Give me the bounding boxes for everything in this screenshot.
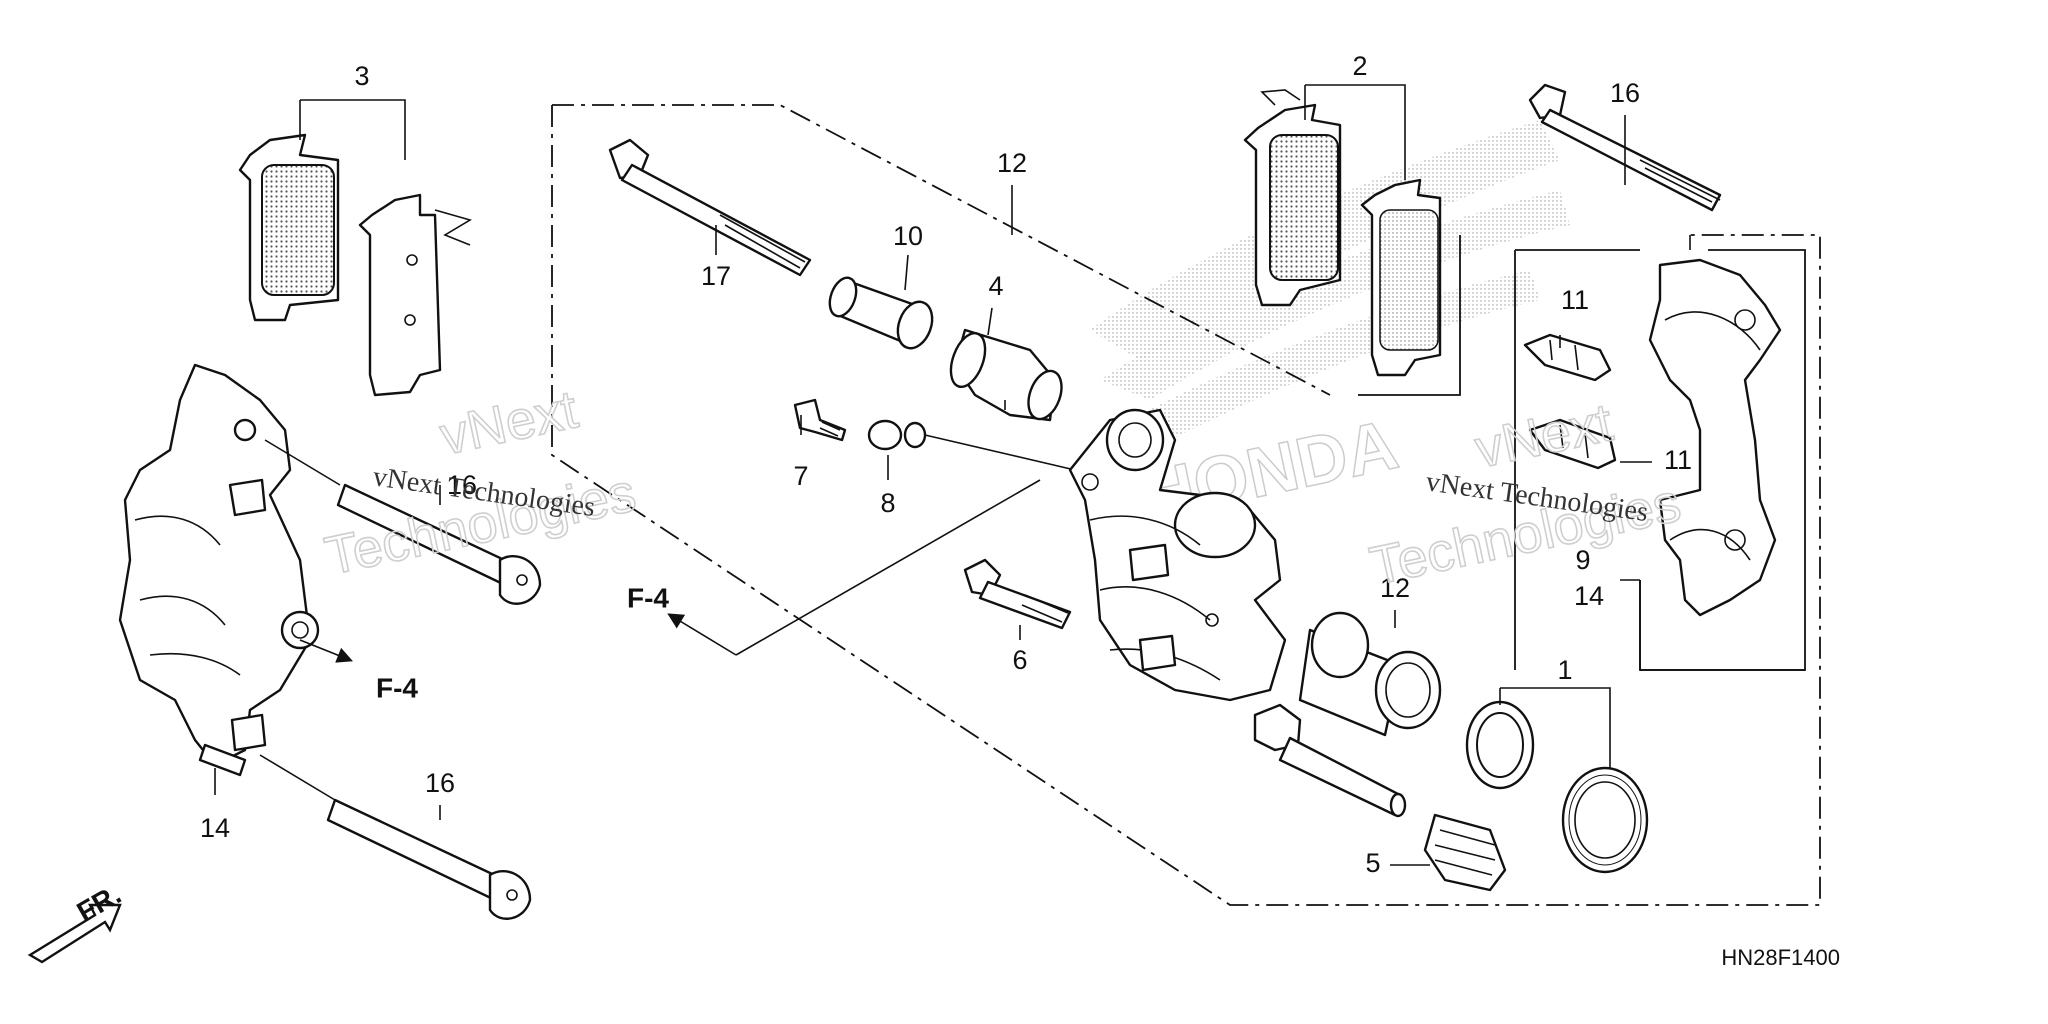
callout-16-middle: 16 <box>447 470 477 500</box>
callout-6: 6 <box>1012 645 1027 675</box>
callout-1: 1 <box>1557 655 1572 685</box>
callout-14: 14 <box>1574 581 1604 611</box>
main-caliper-body <box>1068 408 1287 702</box>
part-16-bolt-middle-left <box>336 483 542 605</box>
callout-13: 12 <box>997 148 1027 178</box>
front-label: FR. <box>72 878 127 927</box>
part-17-bolt <box>608 138 812 277</box>
watermark-right: vNext Technologies vNext Technologies <box>1364 392 1686 598</box>
callout-10: 10 <box>893 221 923 251</box>
callout-12: 12 <box>1380 573 1410 603</box>
callout-17: 17 <box>701 261 731 291</box>
callout-4: 4 <box>988 271 1003 301</box>
part-12-piston <box>1298 611 1442 737</box>
part-1-piston-seals <box>1465 700 1649 874</box>
part-5-slide-pin <box>1253 703 1507 892</box>
callout-15: 14 <box>200 813 230 843</box>
callout-11-top: 11 <box>1561 285 1589 315</box>
caliper-assembly-boundary <box>551 104 1821 906</box>
part-11-pad-clips <box>1523 333 1617 470</box>
front-arrow: FR. <box>27 878 127 964</box>
leader-lines <box>214 84 1691 866</box>
callout-labels: 3 2 16 12 10 4 17 7 8 6 12 1 5 11 11 9 1… <box>200 51 1692 878</box>
part-16-bolt-bottom-left <box>326 798 532 920</box>
part-7-bleeder-screw <box>793 398 847 442</box>
part-4-pin-boot <box>949 328 1063 422</box>
bracket-group-box <box>1514 249 1806 671</box>
part-3-brake-pads <box>238 133 472 397</box>
callout-5: 5 <box>1365 848 1380 878</box>
drawing-code: HN28F1400 <box>1721 945 1840 970</box>
part-15-left-caliper <box>118 363 320 777</box>
ref-f4-left: F-4 <box>376 672 418 703</box>
callout-16-top: 16 <box>1610 78 1640 108</box>
part-9-caliper-bracket <box>1648 258 1782 617</box>
callout-9: 9 <box>1575 545 1590 575</box>
part-16-bolt-top-right <box>1528 83 1722 212</box>
part-2-brake-pads <box>1243 89 1442 377</box>
part-10-pin-bushing <box>828 276 934 350</box>
callout-2: 2 <box>1352 51 1367 81</box>
part-6-bolt <box>963 558 1072 630</box>
callout-7: 7 <box>793 461 808 491</box>
ref-f4-center: F-4 <box>627 582 669 613</box>
callout-3: 3 <box>354 61 369 91</box>
part-8-bleeder-cap <box>867 419 1076 471</box>
callout-16-bottom: 16 <box>425 768 455 798</box>
callout-11-bottom: 11 <box>1664 445 1692 475</box>
callout-8: 8 <box>880 488 895 518</box>
watermark-left-line1: vNext <box>435 379 583 466</box>
